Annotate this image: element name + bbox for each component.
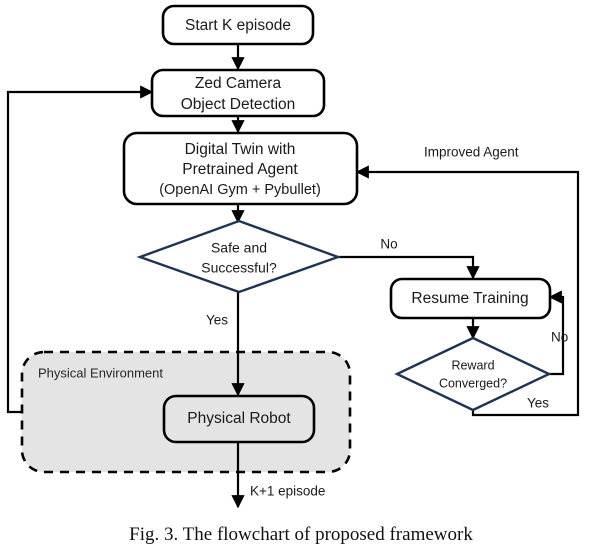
edge-label-reward-no: No	[551, 330, 568, 345]
edge-label-reward-yes: Yes	[527, 396, 549, 411]
node-reward-converged-line2: Converged?	[439, 376, 507, 390]
node-physical-robot-label: Physical Robot	[187, 410, 291, 427]
node-safe-successful-line2: Successful?	[201, 260, 277, 276]
node-digital-twin-line2: Pretrained Agent	[182, 161, 298, 178]
physical-environment-label: Physical Environment	[38, 365, 163, 380]
node-safe-successful-decision[interactable]	[136, 219, 342, 294]
node-zed-camera-line1: Zed Camera	[195, 75, 282, 92]
edge-physical-to-camera	[6, 85, 154, 414]
figure-caption: Fig. 3. The flowchart of proposed framew…	[129, 524, 473, 545]
node-resume-training[interactable]	[389, 277, 552, 320]
node-physical-robot[interactable]	[162, 394, 316, 444]
node-digital-twin-line3: (OpenAI Gym + Pybullet)	[159, 182, 321, 198]
edge-label-next-episode: K+1 episode	[250, 484, 325, 499]
edge-label-safe-no: No	[380, 237, 397, 252]
node-safe-successful-line1: Safe and	[211, 240, 267, 256]
node-digital-twin-line1: Digital Twin with	[185, 141, 296, 158]
edge-reward-no-to-resume	[548, 290, 565, 376]
node-start-k-episode-label: Start K episode	[185, 17, 291, 34]
edge-label-improved-agent: Improved Agent	[424, 145, 519, 160]
edge-label-safe-yes: Yes	[206, 313, 228, 328]
node-zed-camera[interactable]	[150, 68, 326, 118]
edge-safe-no-to-resume	[338, 255, 480, 280]
node-start-k-episode[interactable]	[161, 4, 315, 46]
node-digital-twin[interactable]	[122, 131, 359, 206]
node-reward-converged-decision[interactable]	[394, 336, 552, 412]
node-zed-camera-line2: Object Detection	[181, 96, 296, 113]
node-resume-training-label: Resume Training	[411, 290, 528, 307]
node-reward-converged-line1: Reward	[451, 358, 494, 372]
edge-reward-yes-to-digitaltwin	[355, 165, 580, 417]
